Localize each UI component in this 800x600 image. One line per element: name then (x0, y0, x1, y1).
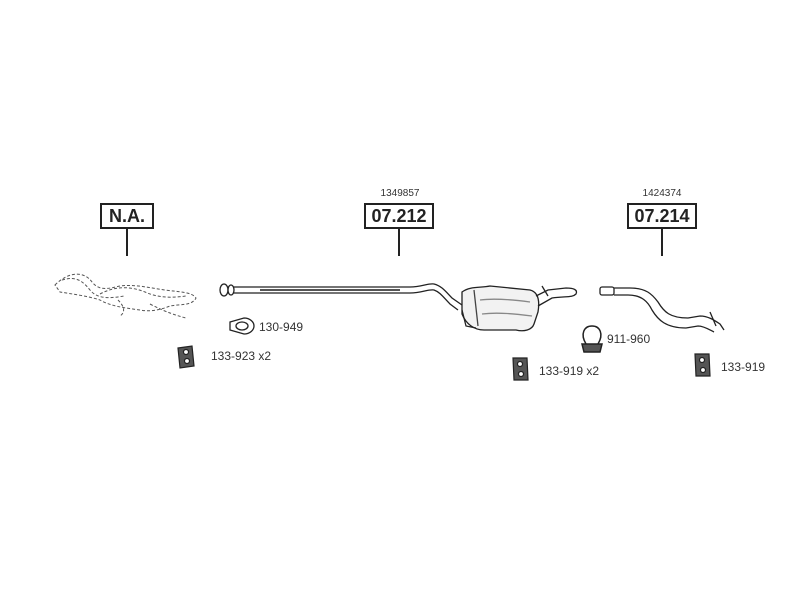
part-label-gasket[interactable]: 130-949 (259, 320, 304, 334)
rubber-hanger-icon-rear (694, 353, 711, 377)
rubber-hanger-icon-front (177, 345, 195, 369)
oe-number-rear: 1424374 (642, 188, 682, 199)
clamp-icon (581, 325, 603, 353)
assembly-code-middle[interactable]: 07.212 (364, 203, 434, 229)
rubber-hanger-icon-middle (512, 357, 529, 381)
part-label-clamp[interactable]: 911-960 (607, 332, 651, 346)
part-label-hanger-rear[interactable]: 133-919 (721, 360, 766, 374)
gasket-icon (229, 317, 255, 335)
assembly-code-rear[interactable]: 07.214 (627, 203, 697, 229)
oe-number-middle: 1349857 (380, 188, 420, 199)
rear-pipe-part (599, 286, 725, 333)
part-label-hanger-front[interactable]: 133-923 x2 (211, 349, 272, 363)
middle-silencer-part (219, 283, 578, 332)
front-manifold-part (54, 273, 197, 319)
part-label-hanger-middle[interactable]: 133-919 x2 (539, 364, 600, 378)
assembly-code-front[interactable]: N.A. (100, 203, 154, 229)
